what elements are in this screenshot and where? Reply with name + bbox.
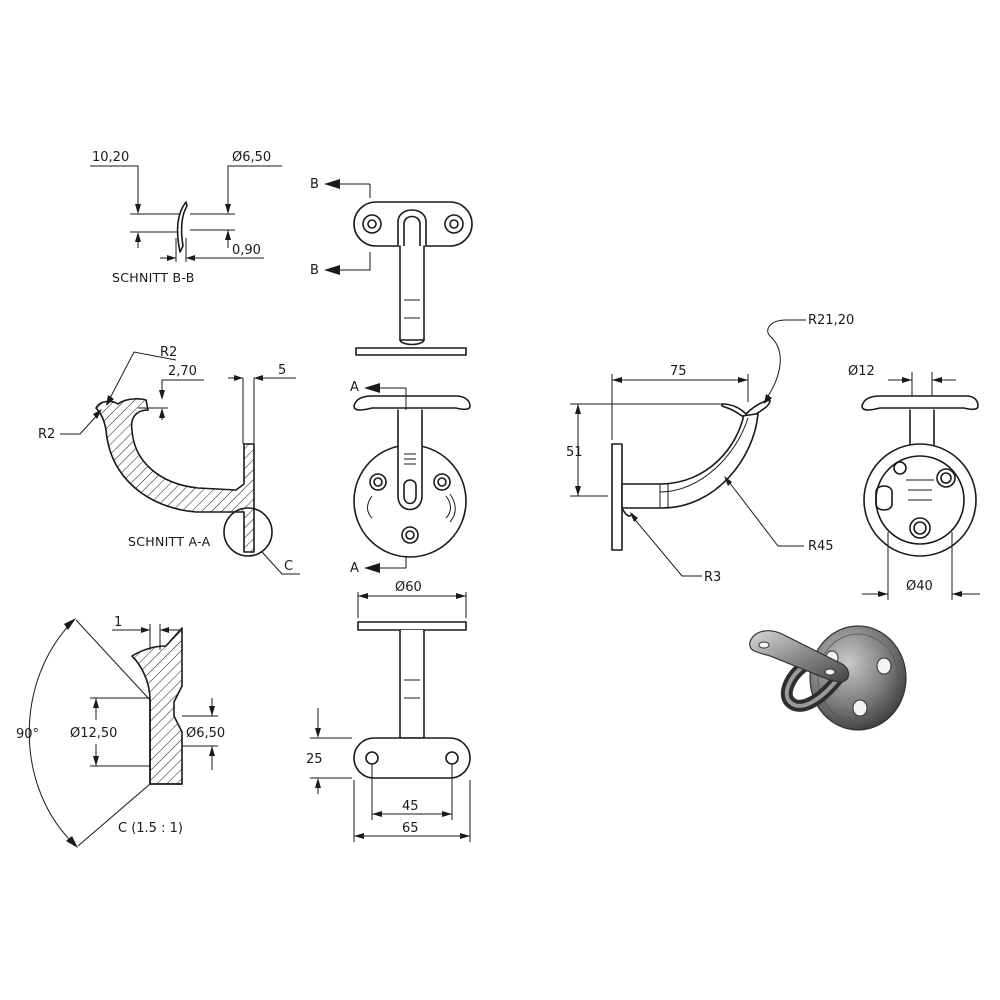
side-base-plate [611, 443, 623, 551]
dim-51-label: 51 [566, 445, 583, 460]
detail-c-marker-label: C [284, 559, 293, 574]
dim-75-label: 75 [670, 364, 687, 379]
dim-dia-6-50-leader [227, 165, 282, 212]
front-view: A A [350, 380, 471, 576]
side-view: 75 51 R21,20 R45 R3 [566, 313, 854, 585]
top-stem-curve [397, 209, 427, 247]
side-saddle [721, 399, 771, 417]
dim-65-label: 65 [402, 821, 419, 836]
dim-0-90-label: 0,90 [232, 243, 261, 258]
bottom-plate [353, 737, 471, 779]
dim-r3-label: R3 [704, 570, 721, 585]
dim-r2-top-label: R2 [160, 345, 177, 360]
section-b-marker-top: B [310, 177, 319, 192]
dim-dia-6-50-detail-label: Ø6,50 [186, 726, 225, 741]
dim-dia-40-label: Ø40 [906, 579, 933, 594]
dim-r45-label: R45 [808, 539, 834, 554]
dim-dia-12-label: Ø12 [848, 364, 875, 379]
section-a-marker-bottom: A [350, 561, 359, 576]
dim-10-20-leader [90, 165, 139, 212]
dim-r21-20-label: R21,20 [808, 313, 854, 328]
top-base [355, 347, 467, 356]
dim-r2-left-label: R2 [38, 427, 55, 442]
section-a-marker-top: A [350, 380, 359, 395]
front-stem [397, 409, 423, 511]
bottom-stem [399, 629, 425, 739]
dim-dia-6-50-label: Ø6,50 [232, 150, 271, 165]
top-view: B B [310, 177, 473, 356]
dim-90-deg-label: 90° [16, 727, 39, 742]
section-aa-profile [95, 398, 255, 553]
isometric-render [749, 625, 907, 731]
bottom-base [357, 621, 467, 631]
iso-saddle [749, 630, 850, 683]
section-bb-view: 10,20 Ø6,50 0,90 SCHNITT B-B [90, 150, 282, 285]
dim-dia-12-50-label: Ø12,50 [70, 726, 117, 741]
dim-dia-60-label: Ø60 [395, 580, 422, 595]
right-saddle [861, 395, 979, 411]
detail-c-view: 1 90° Ø12,50 Ø6,50 C (1.5 : 1) [16, 615, 225, 848]
section-b-marker-bottom: B [310, 263, 319, 278]
dim-2-70-label: 2,70 [168, 364, 197, 379]
side-arm [621, 413, 759, 509]
section-bb-title: SCHNITT B-B [112, 270, 195, 285]
dim-45-label: 45 [402, 799, 419, 814]
dim-5-label: 5 [278, 363, 286, 378]
bottom-view: Ø60 25 45 65 [306, 580, 471, 842]
section-aa-view: 5 2,70 R2 R2 C SCHNITT A-A [38, 345, 300, 575]
top-stem [399, 245, 425, 341]
right-view: Ø12 Ø40 [848, 364, 980, 600]
dim-1-label: 1 [114, 615, 122, 630]
dim-10-20-label: 10,20 [92, 150, 129, 165]
detail-c-profile [131, 627, 183, 785]
front-rail-saddle [353, 395, 471, 411]
section-aa-title: SCHNITT A-A [128, 534, 211, 549]
dim-25-label: 25 [306, 752, 323, 767]
detail-c-marker-circle [223, 507, 273, 557]
detail-c-title: C (1.5 : 1) [118, 821, 183, 836]
